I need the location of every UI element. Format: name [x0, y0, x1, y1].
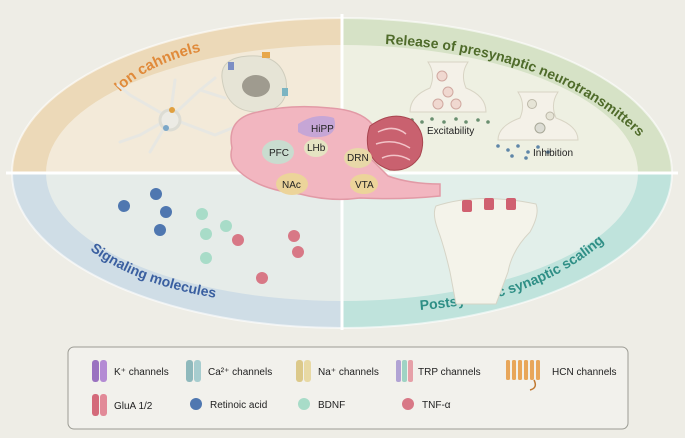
label-excitability: Excitability: [427, 126, 474, 137]
postsynaptic-dendrite: [433, 197, 538, 305]
legend-na: Na⁺ channels: [296, 360, 379, 382]
presynaptic-terminal-2: [497, 91, 579, 141]
legend-ra: Retinoic acid: [190, 398, 267, 411]
region-lhb: LHb: [307, 143, 326, 154]
legend-label-trp: TRP channels: [418, 367, 481, 378]
legend-trp: TRP channels: [396, 360, 481, 382]
region-nac: NAc: [282, 180, 301, 191]
legend-label-tnf: TNF-α: [422, 400, 451, 411]
legend-label-glua: GluA 1/2: [114, 401, 153, 412]
inhibition-dots: [496, 144, 550, 160]
legend-label-ra: Retinoic acid: [210, 400, 267, 411]
region-hipp: HiPP: [311, 124, 334, 135]
legend-label-hcn: HCN channels: [552, 367, 616, 378]
legend-box: [67, 346, 629, 430]
bdnf-icon: [298, 398, 310, 410]
glua-receptor-icon: [92, 394, 107, 416]
neuron-illustration: [116, 76, 234, 154]
legend-glua: GluA 1/2: [92, 394, 153, 416]
signaling-molecules: [118, 188, 304, 284]
legend-hcn: HCN channels: [506, 360, 616, 391]
legend-label-bdnf: BDNF: [318, 400, 345, 411]
legend-ca: Ca²⁺ channels: [186, 360, 272, 382]
legend-k: K⁺ channels: [92, 360, 169, 382]
legend-label-ca: Ca²⁺ channels: [208, 367, 272, 378]
hcn-channel-icon: [506, 360, 540, 391]
na-channel-icon: [296, 360, 311, 382]
ca-channel-icon: [186, 360, 201, 382]
brain-illustration: HiPP PFC LHb DRN NAc VTA: [230, 105, 441, 201]
legend-tnf: TNF-α: [402, 398, 451, 411]
legend-label-k: K⁺ channels: [114, 367, 169, 378]
presynaptic-terminal-1: [409, 61, 487, 113]
region-pfc: PFC: [269, 148, 289, 159]
region-vta: VTA: [355, 180, 374, 191]
cell-illustration: [221, 52, 288, 113]
trp-channel-icon: [396, 360, 413, 382]
k-channel-icon: [92, 360, 107, 382]
region-drn: DRN: [347, 153, 369, 164]
legend-label-na: Na⁺ channels: [318, 367, 379, 378]
legend-bdnf: BDNF: [298, 398, 345, 411]
label-inhibition: Inhibition: [533, 148, 573, 159]
tnf-icon: [402, 398, 414, 410]
retinoic-acid-icon: [190, 398, 202, 410]
